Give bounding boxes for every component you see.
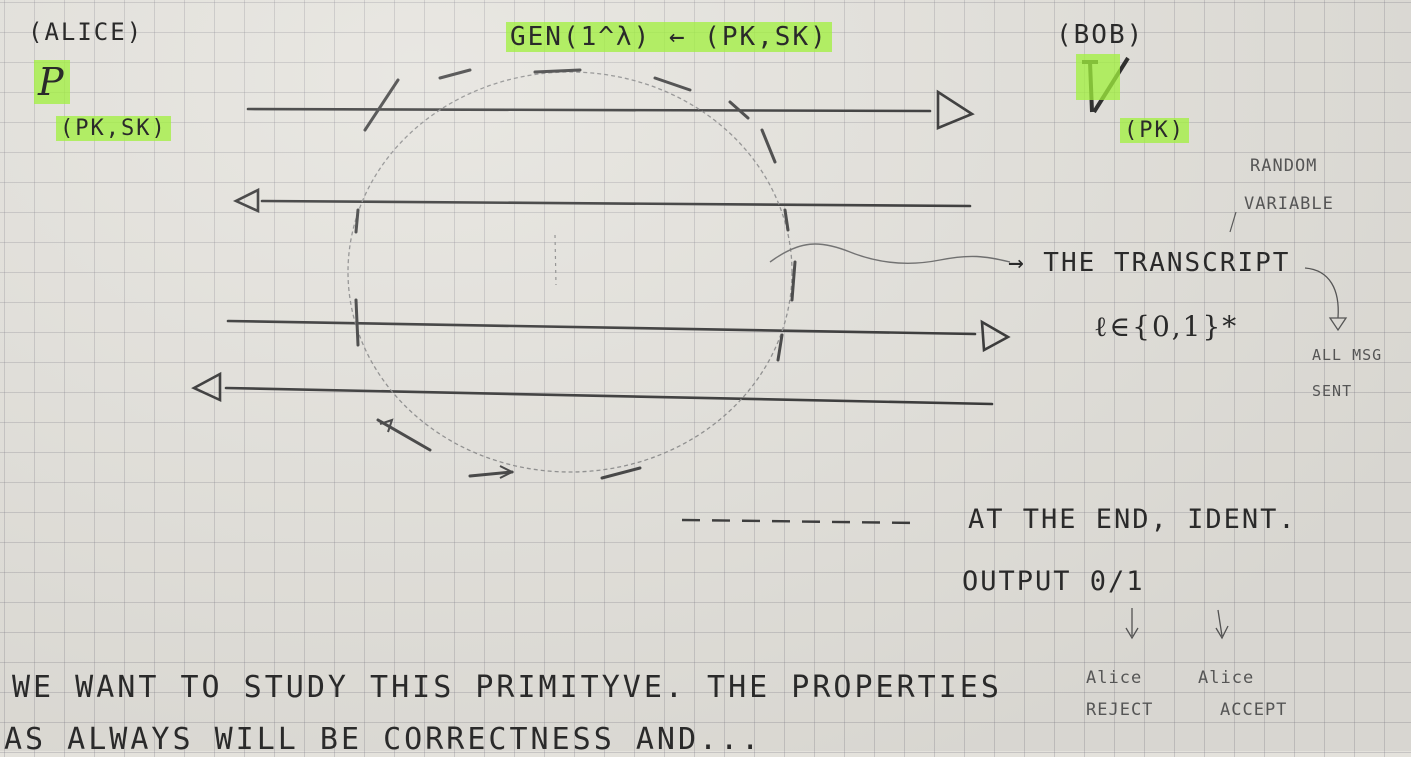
arrowhead-right-1 (936, 89, 975, 130)
arrowhead-right-3 (980, 319, 1011, 353)
end-dashed-line (681, 518, 921, 525)
random-variable-pointer (1229, 211, 1237, 233)
arrowhead-left-4 (191, 371, 222, 403)
end-note-line2: OUTPUT 0/1 (962, 566, 1145, 597)
transcript-pointer (769, 243, 1011, 264)
transcript-ellipse (347, 68, 797, 480)
bob-key: (PK) (1120, 118, 1189, 143)
random-variable-line1: RANDOM (1250, 156, 1318, 176)
notes-line1: WE WANT TO STUDY THIS PRIMITYVE. THE PRO… (12, 670, 1002, 705)
all-msg-line2: SENT (1312, 382, 1353, 400)
arrowhead-left-2 (232, 187, 260, 214)
all-msg-line1: ALL MSG (1312, 346, 1383, 364)
alice-symbol: P (34, 60, 70, 104)
reject-line1: Alice (1086, 668, 1143, 688)
accept-line1: Alice (1198, 668, 1255, 688)
message-arrow-2 (260, 199, 972, 208)
random-variable-line2: VARIABLE (1244, 194, 1334, 214)
end-note-line1: AT THE END, IDENT. (968, 504, 1297, 535)
output-pointers (1125, 608, 1229, 640)
gen-label: GEN(1^λ) ← (PK,SK) (506, 22, 832, 52)
alice-keys: (PK,SK) (56, 116, 171, 141)
accept-line2: ACCEPT (1220, 700, 1288, 720)
message-arrow-3 (226, 319, 977, 336)
alice-name: (ALICE) (28, 18, 144, 46)
notes-line2: AS ALWAYS WILL BE CORRECTNESS AND... (4, 722, 763, 757)
message-arrows (191, 89, 1011, 406)
all-msg-pointer (1304, 267, 1339, 319)
message-arrow-1 (246, 107, 932, 113)
message-arrow-4 (224, 386, 994, 406)
reject-line2: REJECT (1086, 700, 1154, 720)
transcript-label: → THE TRANSCRIPT (1008, 248, 1291, 278)
bob-name: (BOB) (1056, 20, 1145, 50)
bob-symbol: V (1076, 54, 1120, 100)
transcript-set: ℓ∈{0,1}* (1094, 310, 1239, 343)
